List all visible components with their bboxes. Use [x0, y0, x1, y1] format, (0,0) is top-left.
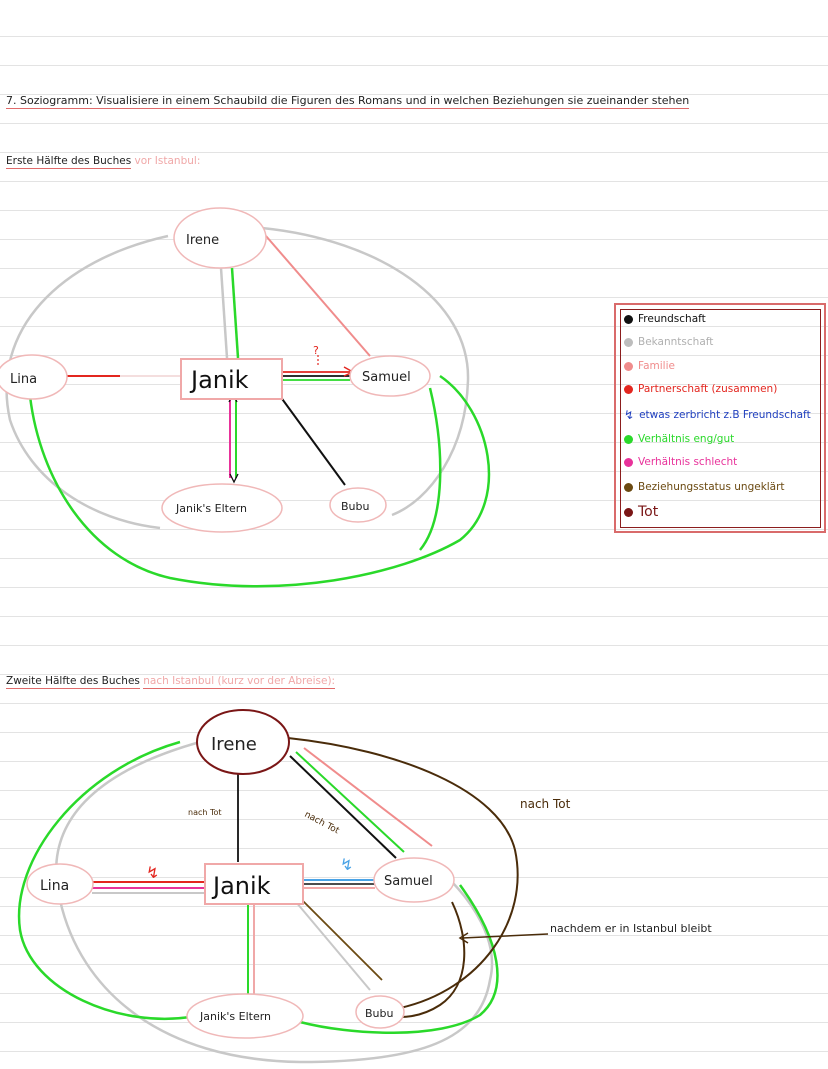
edge-samuel-bubu-brown	[391, 901, 466, 1018]
legend-dot-icon	[624, 434, 633, 444]
node-samuel-1	[349, 355, 431, 397]
node-bubu-2-label: Bubu	[365, 1007, 393, 1020]
legend-dot-icon	[624, 482, 633, 492]
node-lina-1	[0, 354, 68, 400]
node-samuel-2	[373, 857, 455, 903]
legend-item-label: Verhältnis eng/gut	[638, 433, 735, 445]
legend-item-label: Freundschaft	[638, 313, 706, 325]
node-lina-1-label: Lina	[10, 372, 37, 387]
legend-inner-border	[620, 309, 821, 528]
legend-item: ↯ etwas zerbricht z.B Freundschaft	[624, 408, 811, 422]
legend-dot-icon	[624, 337, 633, 347]
legend-item-label: Partnerschaft (zusammen)	[638, 383, 778, 395]
legend-dot-icon	[624, 457, 633, 467]
node-janik-2	[204, 863, 304, 905]
bolt-janik-samuel: ↯	[340, 855, 353, 874]
legend-item: Verhältnis schlecht	[624, 456, 737, 468]
legend-item-label: Bekanntschaft	[638, 336, 714, 348]
annotation-nach-tot-irene-janik: nach Tot	[188, 808, 222, 817]
node-samuel-2-label: Samuel	[384, 874, 433, 889]
section1-title-row: Erste Hälfte des Buches vor Istanbul:	[6, 155, 201, 169]
node-lina-2-label: Lina	[40, 878, 69, 894]
edge-lina-eltern-green-2	[17, 740, 197, 1021]
node-irene-1	[173, 207, 267, 269]
edge-irene-samuel-family	[265, 235, 371, 357]
legend-item-label: etwas zerbricht z.B Freundschaft	[639, 409, 811, 421]
legend-item-label: Tot	[638, 504, 659, 520]
node-irene-2-label: Irene	[211, 734, 257, 755]
node-lina-2	[26, 863, 94, 905]
question-mark: ?	[313, 344, 319, 357]
legend-dot-icon	[624, 361, 633, 371]
edge-bekanntschaft-loop-2	[54, 740, 494, 1064]
edge-samuel-loop-green	[419, 387, 442, 551]
legend-dot-icon	[624, 384, 633, 394]
edge-lina-samuel-green	[28, 374, 491, 588]
legend-bolt-icon: ↯	[624, 408, 635, 422]
node-janik-2-label: Janik	[211, 872, 271, 900]
node-irene-2	[196, 709, 290, 775]
section2-title-row: Zweite Hälfte des Buches nach Istanbul (…	[6, 675, 336, 689]
edge-irene-janik-green	[230, 267, 240, 359]
edge-irene-bubu-brown	[287, 737, 519, 1009]
node-eltern-1	[161, 483, 283, 533]
node-bubu-1-label: Bubu	[341, 500, 369, 513]
node-eltern-2	[186, 993, 304, 1039]
section2-note: nach Istanbul (kurz vor der Abreise):	[143, 675, 336, 689]
legend-item: Beziehungsstatus ungeklärt	[624, 481, 785, 493]
edge-irene-janik-grey	[219, 267, 229, 359]
task-heading: 7. Soziogramm: Visualisiere in einem Sch…	[6, 94, 690, 109]
edge-irene-samuel-pink	[303, 747, 433, 847]
legend-dot-icon	[624, 314, 633, 324]
legend-item: Freundschaft	[624, 313, 706, 325]
legend-item: Bekanntschaft	[624, 336, 713, 348]
annotation-nachdem: nachdem er in Istanbul bleibt	[550, 922, 712, 935]
legend-item: Tot	[624, 504, 658, 520]
edge-samuel-loop-green-2	[299, 884, 499, 1034]
node-janik-1-label: Janik	[189, 366, 249, 394]
edge-bekanntschaft-loop-1b	[261, 226, 470, 517]
edge-irene-samuel-green	[295, 751, 405, 853]
legend-dot-icon	[624, 507, 633, 517]
arrow-nachdem-head	[458, 932, 469, 944]
node-bubu-1	[329, 487, 387, 523]
section2-title: Zweite Hälfte des Buches	[6, 675, 140, 689]
annotation-nach-tot-irene-samuel: nach Tot	[303, 810, 341, 837]
section1-title: Erste Hälfte des Buches	[6, 155, 132, 169]
node-eltern-1-label: Janik's Eltern	[175, 502, 247, 515]
legend-item: Verhältnis eng/gut	[624, 433, 734, 445]
edge-bekanntschaft-loop-1	[5, 234, 169, 530]
legend-item: Familie	[624, 360, 675, 372]
edge-janik-bubu	[279, 395, 346, 486]
arrow-eltern-down	[229, 473, 239, 484]
edge-irene-samuel-black	[289, 755, 397, 859]
edge-janik-bubu-brown-2	[299, 897, 383, 981]
node-eltern-2-label: Janik's Eltern	[199, 1010, 271, 1023]
node-janik-1	[180, 358, 283, 400]
section1-note: vor Istanbul:	[134, 155, 201, 167]
node-bubu-2	[355, 995, 405, 1029]
legend-item-label: Beziehungsstatus ungeklärt	[638, 481, 785, 493]
annotation-nach-tot-right: nach Tot	[520, 797, 571, 811]
arrow-nachdem-line	[461, 933, 549, 939]
node-samuel-1-label: Samuel	[362, 370, 411, 385]
node-irene-1-label: Irene	[186, 233, 219, 248]
legend-item-label: Verhältnis schlecht	[638, 456, 738, 468]
legend-item-label: Familie	[638, 360, 675, 372]
legend-item: Partnerschaft (zusammen)	[624, 383, 777, 395]
edge-janik-bubu-grey-2	[295, 901, 371, 991]
bolt-lina-janik: ↯	[146, 863, 159, 882]
